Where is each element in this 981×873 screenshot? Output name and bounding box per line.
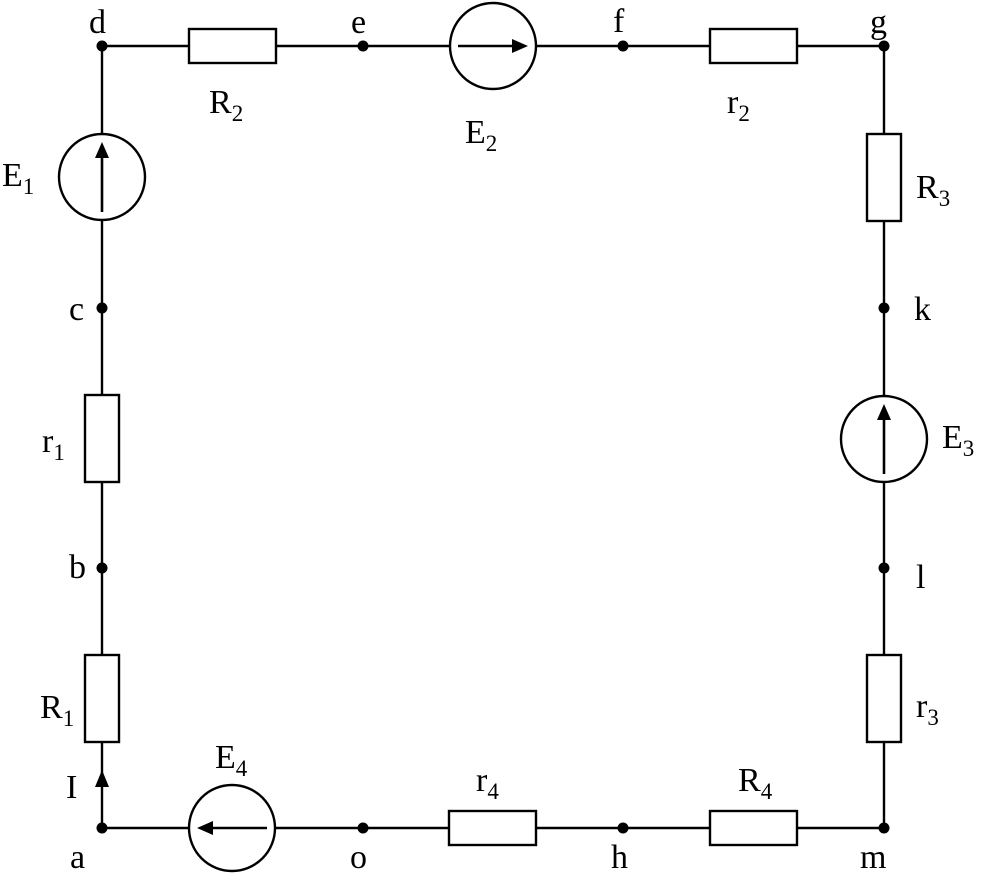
- resistor-body: [708, 809, 799, 847]
- wire-layer: [100, 44, 886, 830]
- current-label: I: [66, 769, 77, 806]
- node-label-g: g: [870, 4, 887, 41]
- resistor-body: [187, 27, 278, 65]
- label-base: r: [727, 84, 739, 121]
- node-label-l: l: [916, 559, 925, 596]
- node-label-h: h: [611, 839, 628, 873]
- label-base: r: [916, 688, 928, 725]
- component-label-r2: r2: [727, 84, 750, 126]
- resistor-body: [708, 27, 799, 65]
- label-base: R: [916, 169, 939, 206]
- component-label-r4: r4: [476, 762, 499, 804]
- current-arrow-head: [95, 770, 109, 787]
- node-dot-f: [617, 40, 629, 52]
- node-layer: [96, 40, 890, 834]
- node-dot-l: [878, 562, 890, 574]
- component-label-r3: r3: [916, 688, 939, 730]
- component-R1: [83, 653, 121, 744]
- arrow-head: [95, 142, 109, 158]
- label-base: E: [942, 419, 963, 456]
- label-subscript: 1: [63, 706, 75, 731]
- component-label-R1: R1: [40, 689, 74, 731]
- arrow-head: [512, 39, 528, 53]
- label-subscript: 1: [53, 440, 65, 465]
- component-r4: [447, 809, 538, 847]
- current-arrow: [95, 770, 109, 787]
- component-label-E2: E2: [465, 114, 497, 156]
- node-dot-h: [617, 822, 629, 834]
- node-label-d: d: [89, 4, 106, 41]
- component-E3: [839, 394, 929, 484]
- component-label-E1: E1: [2, 157, 34, 199]
- component-r1: [83, 393, 121, 484]
- resistor-body: [83, 393, 121, 484]
- component-R4: [708, 809, 799, 847]
- node-dot-g: [878, 40, 890, 52]
- node-label-a: a: [70, 839, 85, 873]
- label-subscript: 3: [963, 436, 975, 461]
- resistor-body: [865, 653, 903, 744]
- component-label-E4: E4: [215, 739, 248, 781]
- resistor-body: [865, 132, 903, 223]
- node-label-c: c: [69, 291, 84, 328]
- label-base: E: [465, 114, 486, 151]
- label-subscript: 2: [738, 101, 750, 126]
- component-layer: [57, 1, 929, 873]
- component-E2: [448, 1, 538, 91]
- component-label-R3: R3: [916, 169, 950, 211]
- label-subscript: 4: [236, 756, 248, 781]
- node-dot-b: [96, 562, 108, 574]
- label-subscript: 1: [23, 174, 35, 199]
- node-dot-o: [357, 822, 369, 834]
- arrow-head: [877, 404, 891, 420]
- label-base: R: [209, 84, 232, 121]
- resistor-body: [447, 809, 538, 847]
- label-base: R: [40, 689, 63, 726]
- component-R3: [865, 132, 903, 223]
- label-subscript: 3: [927, 705, 939, 730]
- component-label-R4: R4: [738, 762, 773, 804]
- label-base: E: [2, 157, 23, 194]
- node-label-k: k: [914, 291, 931, 328]
- label-base: r: [476, 762, 488, 799]
- label-base: r: [42, 423, 54, 460]
- node-dot-c: [96, 302, 108, 314]
- label-base: R: [738, 762, 761, 799]
- component-E1: [57, 132, 147, 222]
- label-subscript: 3: [939, 186, 951, 211]
- node-label-e: e: [351, 4, 366, 41]
- component-label-E3: E3: [942, 419, 974, 461]
- node-label-b: b: [69, 549, 86, 586]
- node-dot-m: [878, 822, 890, 834]
- label-subscript: 4: [761, 779, 773, 804]
- arrow-head: [197, 821, 213, 835]
- resistor-body: [83, 653, 121, 744]
- node-dot-e: [357, 40, 369, 52]
- component-label-r1: r1: [42, 423, 65, 465]
- component-E4: [187, 783, 277, 873]
- component-label-R2: R2: [209, 84, 243, 126]
- component-r2: [708, 27, 799, 65]
- label-subscript: 2: [232, 101, 244, 126]
- node-label-m: m: [860, 839, 886, 873]
- node-dot-d: [96, 40, 108, 52]
- component-R2: [187, 27, 278, 65]
- node-dot-k: [878, 302, 890, 314]
- label-subscript: 2: [486, 131, 498, 156]
- node-label-f: f: [613, 3, 625, 40]
- component-r3: [865, 653, 903, 744]
- node-dot-a: [96, 822, 108, 834]
- label-base: E: [215, 739, 236, 776]
- node-label-o: o: [350, 839, 367, 873]
- label-subscript: 4: [487, 779, 499, 804]
